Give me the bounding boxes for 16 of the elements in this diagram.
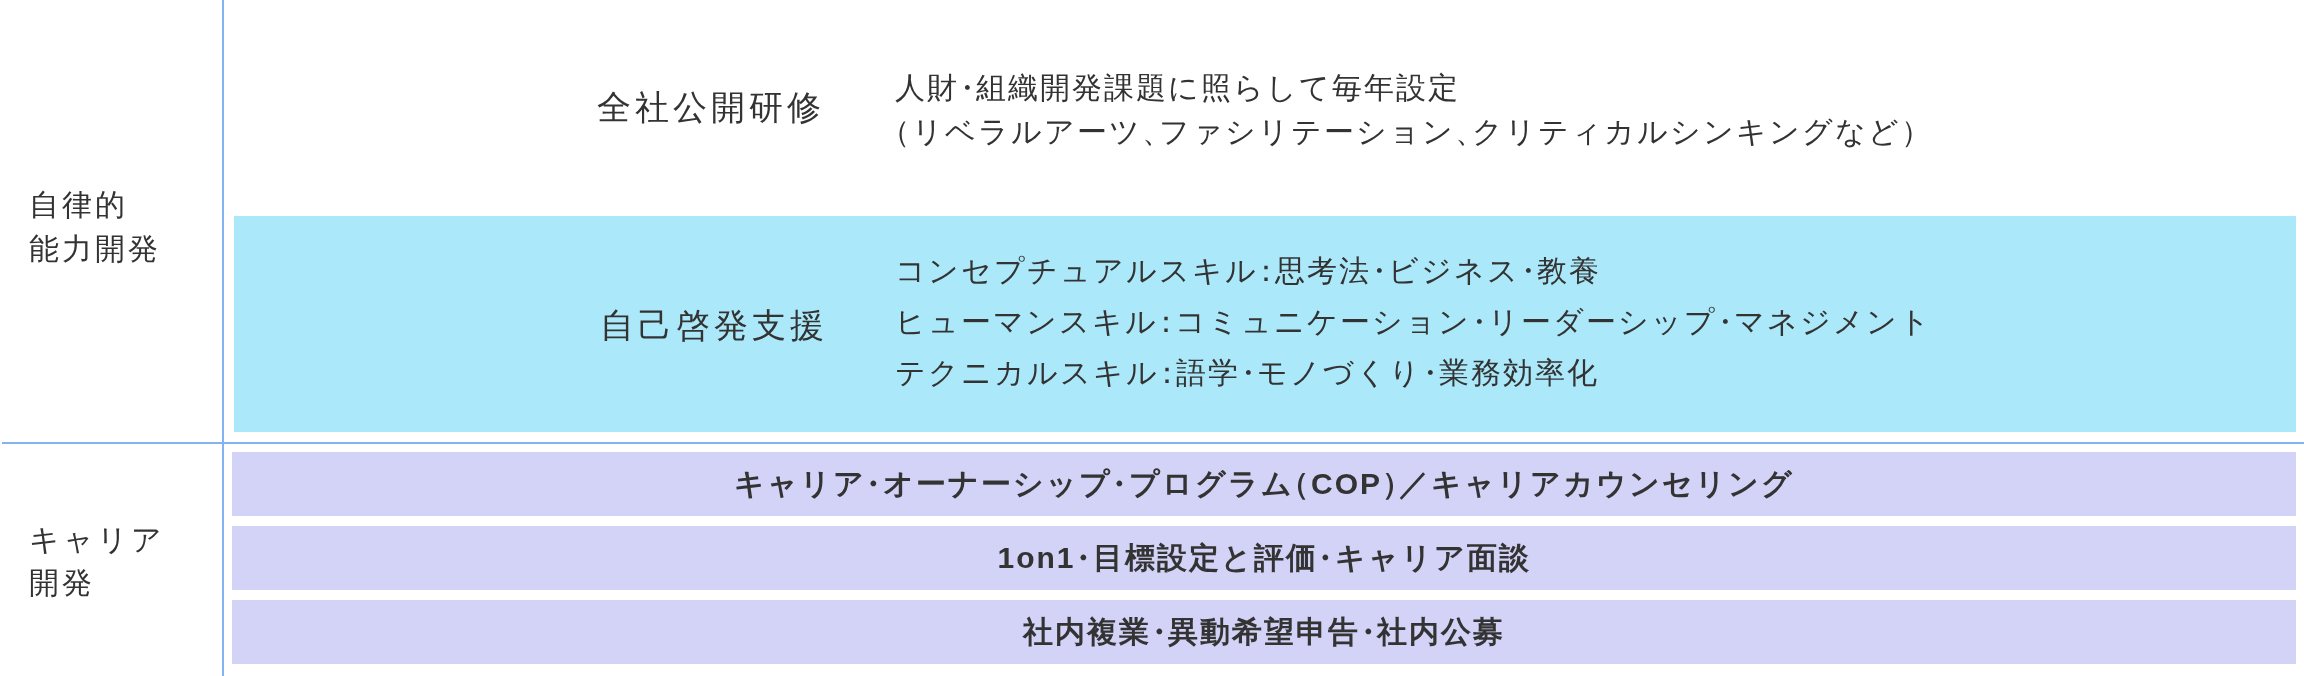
program-bar xyxy=(232,600,2296,664)
skill-line: ヒューマンスキル：コミュニケーション・リーダーシップ・マネジメント xyxy=(895,304,1932,340)
program-label: 社内複業・異動希望申告・社内公募 xyxy=(1023,614,1505,650)
row-heading: 全社公開研修 xyxy=(597,87,825,128)
category-label: 自律的能力開発 xyxy=(29,187,162,267)
category-label: キャリア開発 xyxy=(29,522,166,601)
band-heading: 自己啓発支援 xyxy=(600,305,828,346)
program-band xyxy=(234,216,2296,432)
program-label: 1on1・目標設定と評価・キャリア面談 xyxy=(997,540,1531,576)
program-label: キャリア・オーナーシップ・プログラム（COP）／キャリアカウンセリング xyxy=(734,466,1794,502)
program-bar xyxy=(232,526,2296,590)
skill-line: テクニカルスキル：語学・モノづくり・業務効率化 xyxy=(895,355,1599,391)
skill-line: コンセプチュアルスキル：思考法・ビジネス・教養 xyxy=(895,253,1601,289)
program-bar xyxy=(232,452,2296,516)
description-text: （リベラルアーツ、ファシリテーション、クリティカルシンキングなど） xyxy=(895,114,1918,150)
description-text: 人財・組織開発課題に照らして毎年設定 xyxy=(895,70,1460,106)
